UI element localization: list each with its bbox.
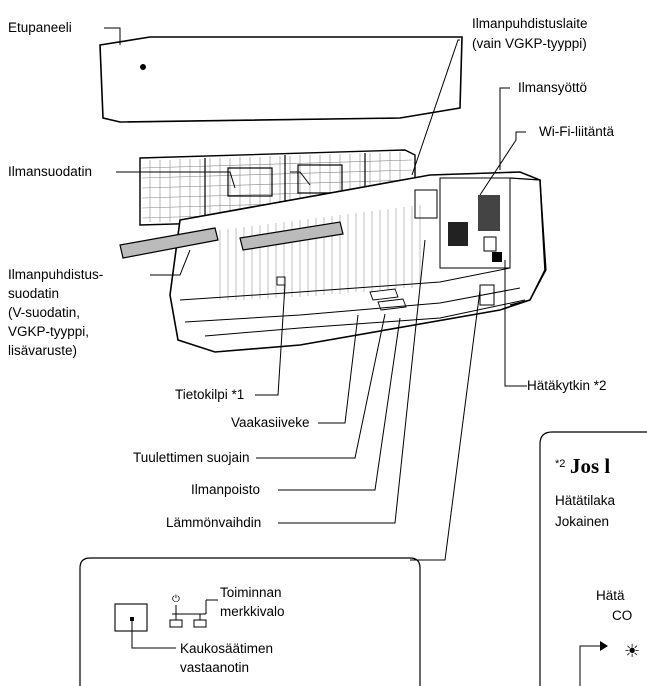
indicator-label-2: merkkivalo	[220, 604, 285, 619]
label-info-plate: Tietokilpi *1	[175, 387, 244, 402]
receiver-label-1: Kaukosäätimen	[180, 641, 273, 656]
label-purifier-filter-3: (V-suodatin,	[8, 305, 80, 320]
note-line-1: Hätätilaka	[555, 493, 616, 508]
label-purifier-filter-4: VGKP-tyyppi,	[8, 324, 89, 339]
display-inset: ⏻ Toiminnan merkkivalo Kaukosäätimen vas…	[80, 558, 420, 686]
label-air-outlet: Ilmanpoisto	[191, 482, 260, 497]
receiver-label-2: vastaanotin	[180, 660, 249, 675]
note-line-3: Hätä	[596, 588, 625, 603]
front-panel	[100, 37, 462, 122]
note-line-2: Jokainen	[555, 514, 609, 529]
label-heat-exchanger: Lämmönvaihdin	[166, 515, 261, 530]
label-wifi: Wi-Fi-liitäntä	[539, 124, 614, 139]
label-front-panel: Etupaneeli	[8, 20, 72, 35]
label-air-purifier-1: Ilmanpuhdistuslaite	[472, 16, 588, 31]
label-emergency-switch: Hätäkytkin *2	[527, 378, 607, 393]
power-icon: ⏻	[172, 594, 180, 605]
note-line-4: CO	[612, 608, 632, 623]
note-superscript: *2	[555, 458, 565, 470]
emergency-note-box: *2 Jos l Hätätilaka Jokainen Hätä CO ☀	[540, 432, 647, 686]
lamp-icon: ☀	[624, 641, 640, 661]
label-air-intake: Ilmansyöttö	[518, 80, 587, 95]
label-horizontal-flap: Vaakasiiveke	[231, 415, 310, 430]
indicator-label-1: Toiminnan	[220, 585, 282, 600]
label-purifier-filter-2: suodatin	[8, 286, 59, 301]
label-air-filter: Ilmansuodatin	[8, 164, 92, 179]
label-purifier-filter-1: Ilmanpuhdistus-	[8, 267, 103, 282]
label-purifier-filter-5: lisävaruste)	[8, 343, 77, 358]
label-fan-guard: Tuulettimen suojain	[133, 450, 250, 465]
label-air-purifier-2: (vain VGKP-tyyppi)	[472, 36, 587, 51]
note-title: Jos l	[570, 454, 610, 478]
